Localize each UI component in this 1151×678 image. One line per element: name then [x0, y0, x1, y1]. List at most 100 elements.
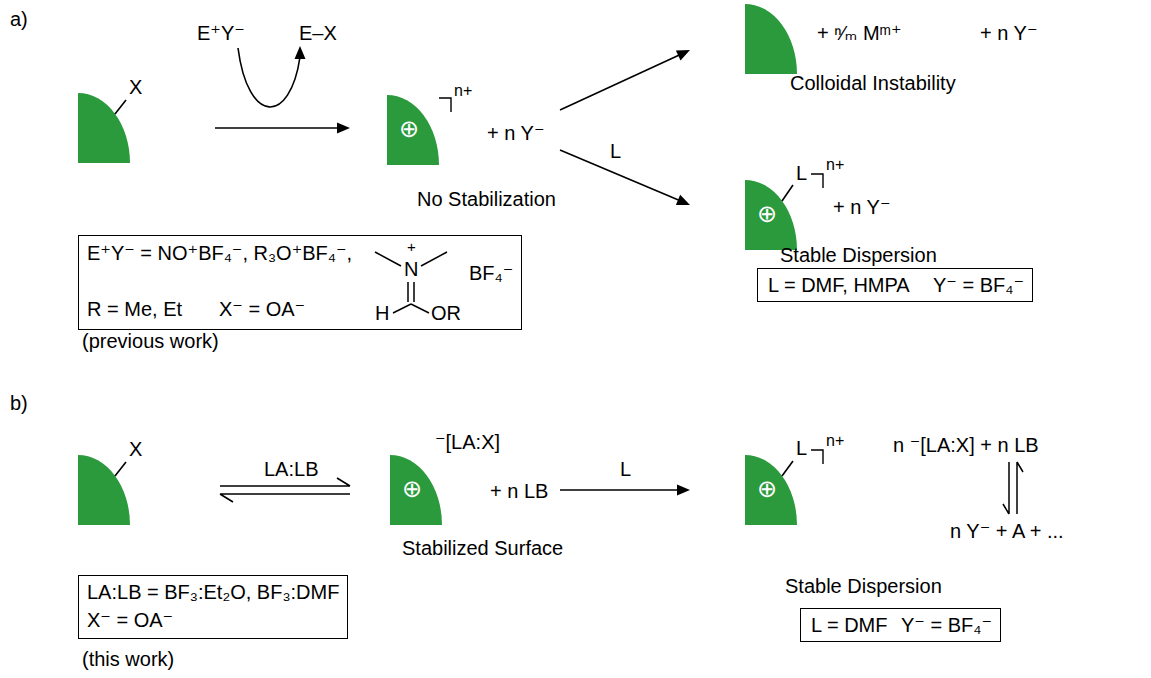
reagent-label: E⁺Y⁻	[195, 22, 247, 45]
note-label: (previous work)	[80, 330, 221, 353]
species-text: Y⁻ = BF₄⁻	[933, 274, 1024, 297]
species-text: + ⁿ⁄ₘ Mᵐ⁺	[817, 22, 902, 45]
species-text: LA:LB = BF₃:Et₂O, BF₃:DMF	[87, 581, 339, 604]
structure-stroke	[393, 304, 411, 313]
charge-bracket	[439, 98, 451, 112]
charge-symbol: ⊕	[757, 476, 777, 504]
nanoparticle-shape	[745, 180, 797, 250]
structure-stroke	[421, 252, 447, 266]
species-text: L = DMF	[811, 614, 888, 637]
arrow-shaft	[560, 489, 680, 491]
structure-stroke	[1017, 462, 1023, 514]
species-text: + n Y⁻	[833, 196, 890, 219]
arrow-shaft	[215, 127, 340, 129]
curved-arrow-head	[295, 46, 306, 59]
species-text: L	[796, 162, 807, 185]
species-text: BF₄⁻	[469, 262, 513, 285]
structure-stroke	[375, 252, 401, 266]
species-text: N	[404, 258, 418, 281]
species-text: L = DMF, HMPA	[768, 274, 910, 297]
nanoparticle-shape	[745, 455, 797, 525]
species-text: Y⁻ = BF₄⁻	[901, 614, 992, 637]
species-text: ⁻[LA:X]	[435, 431, 500, 454]
reaction-arrow	[215, 123, 350, 134]
charge-bracket	[811, 450, 823, 464]
reagent-label: L	[608, 140, 623, 163]
species-text: n+	[454, 82, 472, 100]
nanoparticle-species: ⊕ ⁻[LA:X] + n LB Stabilized Surface	[390, 425, 560, 570]
species-text: H	[375, 302, 389, 325]
nanoparticle-quadrant	[78, 93, 130, 163]
nanoparticle-shape	[390, 455, 442, 525]
condition-box: E⁺Y⁻ = NO⁺BF₄⁻, R₃O⁺BF₄⁻, + N BF₄⁻ H OR R = Me…	[78, 235, 522, 330]
species-strokes	[78, 440, 158, 530]
nanoparticle-species: ⊕ n+ + n Y⁻ No Stabilization	[387, 80, 557, 210]
species-text: X	[129, 76, 142, 99]
reaction-arrow	[560, 485, 690, 496]
species-text: OR	[431, 302, 461, 325]
nanoparticle-species: L ⊕ n+ n ⁻[LA:X] + n LB n Y⁻ + A + ... Stable…	[745, 420, 1105, 605]
ligand-bond	[782, 185, 793, 201]
reaction-arrow	[560, 150, 690, 205]
nanoparticle-shape	[387, 95, 439, 165]
species-text: n Y⁻ + A + ...	[950, 520, 1064, 543]
charge-symbol: ⊕	[757, 201, 777, 229]
ligand-bond	[115, 100, 126, 114]
species-text: No Stabilization	[417, 188, 556, 211]
nanoparticle-species: L⊕n++ n Y⁻Stable Dispersion	[745, 160, 1045, 270]
arrow-head	[337, 123, 350, 134]
ligand-bond	[782, 461, 793, 476]
nanoparticle-species: + ⁿ⁄ₘ Mᵐ⁺ + n Y⁻ Colloidal Instability	[745, 4, 1145, 104]
species-text: X	[129, 438, 142, 461]
arrow-head	[676, 50, 690, 60]
nanoparticle-species: X	[78, 78, 158, 168]
species-text: Stable Dispersion	[780, 244, 937, 267]
species-text: +	[407, 238, 416, 255]
condition-box: LA:LB = BF₃:Et₂O, BF₃:DMF X⁻ = OA⁻	[78, 575, 348, 639]
arrow-shaft	[560, 54, 681, 110]
species-text: + n Y⁻	[980, 22, 1037, 45]
species-text: + n Y⁻	[487, 122, 544, 145]
nanoparticle-shape	[745, 4, 797, 74]
nanoparticle-species: X	[78, 440, 158, 530]
structure-stroke	[408, 282, 414, 302]
species-text: Colloidal Instability	[790, 72, 956, 95]
nanoparticle-quadrant	[745, 4, 797, 74]
reverse-harpoon	[220, 494, 350, 502]
panel-letter: a)	[8, 8, 30, 31]
species-text: + n LB	[490, 480, 548, 503]
species-text: E⁺Y⁻ = NO⁺BF₄⁻, R₃O⁺BF₄⁻,	[87, 242, 352, 265]
species-text: n+	[826, 432, 844, 450]
structure-stroke	[411, 304, 429, 313]
charge-symbol: ⊕	[399, 116, 419, 144]
panel-letter: b)	[8, 392, 30, 415]
species-text: Stabilized Surface	[402, 537, 563, 560]
equilibrium-arrow	[220, 478, 350, 502]
condition-box: L = DMF Y⁻ = BF₄⁻	[800, 608, 1001, 642]
condition-box: L = DMF, HMPA Y⁻ = BF₄⁻	[757, 268, 1033, 302]
species-text: n+	[826, 156, 844, 174]
structure-stroke	[1003, 462, 1009, 514]
species-text: L	[796, 437, 807, 460]
note-label: E–X	[297, 22, 339, 45]
arrow-head	[677, 485, 690, 496]
species-text: R = Me, Et	[87, 298, 182, 321]
ligand-bond	[115, 462, 126, 476]
reaction-arrow	[560, 50, 690, 110]
nanoparticle-quadrant	[78, 455, 130, 525]
charge-symbol: ⊕	[402, 476, 422, 504]
curved-arrow	[238, 48, 300, 107]
charge-bracket	[811, 174, 823, 188]
species-text: n ⁻[LA:X] + n LB	[893, 434, 1039, 457]
note-label: (this work)	[80, 648, 176, 671]
reagent-label: L	[618, 458, 633, 481]
species-text: Stable Dispersion	[785, 575, 942, 598]
species-strokes	[78, 78, 158, 168]
arrow-head	[676, 195, 690, 205]
nanoparticle-shape	[78, 455, 130, 525]
nanoparticle-shape	[78, 93, 130, 163]
reagent-label: LA:LB	[262, 458, 320, 481]
species-text: X⁻ = OA⁻	[219, 298, 305, 321]
species-text: X⁻ = OA⁻	[87, 609, 173, 632]
